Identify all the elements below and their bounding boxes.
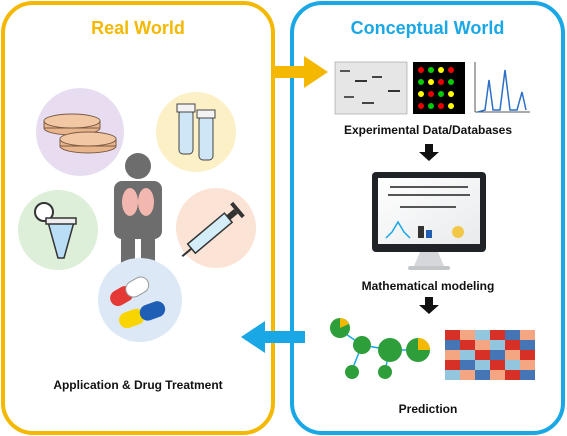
human-body-icon (114, 153, 162, 264)
network-graph-icon (330, 318, 430, 379)
microarray-icon (413, 62, 465, 114)
real-world-title: Real World (91, 18, 185, 38)
gel-blot-icon (334, 61, 408, 115)
eppendorf-tube-icon (18, 190, 98, 270)
test-tubes-icon (156, 92, 236, 172)
prediction-label: Prediction (398, 402, 458, 416)
application-drug-treatment-label: Application & Drug Treatment (53, 378, 223, 392)
monitor-icon (372, 172, 486, 270)
pills-icon (98, 258, 182, 342)
conceptual-world-panel (290, 1, 565, 435)
conceptual-world-title: Conceptual World (350, 18, 505, 38)
down-arrow-2 (419, 297, 439, 314)
right-arrow (274, 56, 328, 88)
syringe-icon (176, 188, 256, 268)
real-world-panel (1, 1, 275, 435)
experimental-data-label: Experimental Data/Databases (343, 123, 513, 137)
chromatogram-icon (474, 62, 530, 113)
left-arrow (241, 321, 305, 353)
petri-dish-icon (36, 88, 124, 176)
mathematical-modeling-label: Mathematical modeling (361, 279, 495, 293)
down-arrow-1 (419, 144, 439, 161)
heatmap-icon (445, 330, 535, 380)
